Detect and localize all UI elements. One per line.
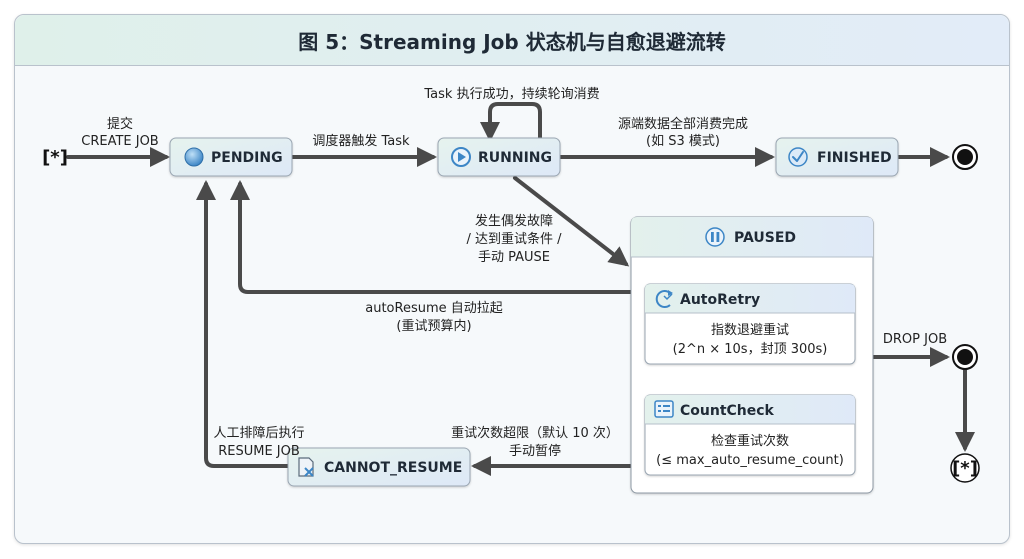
- final-state-2: [952, 344, 978, 370]
- edge-running-selfloop: [480, 102, 542, 142]
- final-marker-circle: [950, 453, 980, 483]
- running-label: RUNNING: [478, 150, 552, 166]
- count-check-line1: 检查重试次数: [711, 433, 789, 449]
- auto-retry-line1: 指数退避重试: [711, 322, 789, 338]
- blocked-doc-icon: [298, 457, 314, 477]
- circle-icon: [184, 147, 204, 167]
- pending-label: PENDING: [211, 150, 283, 166]
- auto-retry-line2: (2^n × 10s，封顶 300s): [673, 342, 828, 357]
- resume-label-1: 人工排障后执行: [213, 426, 304, 441]
- state-running[interactable]: [437, 137, 561, 177]
- final-state-1: [952, 144, 978, 170]
- create-label-2: CREATE JOB: [81, 134, 158, 149]
- pause-label-2: / 达到重试条件 /: [466, 231, 562, 247]
- pause-label-3: 手动 PAUSE: [478, 250, 550, 265]
- initial-marker: [*]: [42, 147, 68, 168]
- edge-paused-pending: [230, 180, 634, 294]
- state-pending[interactable]: [169, 137, 293, 177]
- finish-label-2: (如 S3 模式): [646, 133, 720, 149]
- edge-running-paused: [513, 176, 630, 267]
- auto-resume-label-2: (重试预算内): [396, 318, 471, 334]
- title-bar: 图 5：Streaming Job 状态机与自愈退避流转: [15, 15, 1009, 66]
- drop-job-label: DROP JOB: [883, 332, 947, 347]
- exceed-label-1: 重试次数超限（默认 10 次）: [451, 425, 619, 441]
- check-badge-icon: [788, 147, 808, 167]
- finished-label: FINISHED: [817, 150, 892, 166]
- state-finished[interactable]: [775, 137, 899, 177]
- count-check-line2: (≤ max_auto_resume_count): [656, 453, 844, 468]
- play-icon: [451, 147, 471, 167]
- refresh-icon: [655, 290, 673, 308]
- create-label-1: 提交: [107, 116, 133, 132]
- pause-label-1: 发生偶发故障: [475, 213, 553, 229]
- resume-label-2: RESUME JOB: [218, 444, 300, 459]
- auto-retry-title: AutoRetry: [680, 292, 760, 308]
- paused-label: PAUSED: [734, 230, 796, 246]
- trigger-task-label: 调度器触发 Task: [312, 133, 410, 149]
- self-loop-label: Task 执行成功，持续轮询消费: [423, 87, 599, 102]
- list-icon: [654, 400, 674, 418]
- auto-resume-label-1: autoResume 自动拉起: [365, 301, 503, 316]
- edge-cannot-pending: [196, 180, 290, 468]
- exceed-label-2: 手动暂停: [509, 443, 561, 459]
- pause-icon: [705, 227, 725, 247]
- count-check-title: CountCheck: [680, 403, 775, 419]
- diagram-title: 图 5：Streaming Job 状态机与自愈退避流转: [298, 29, 726, 54]
- final-marker: [*]: [952, 458, 978, 479]
- state-cannot-resume[interactable]: [287, 447, 471, 487]
- finish-label-1: 源端数据全部消费完成: [618, 116, 748, 132]
- cannot-resume-label: CANNOT_RESUME: [324, 460, 462, 476]
